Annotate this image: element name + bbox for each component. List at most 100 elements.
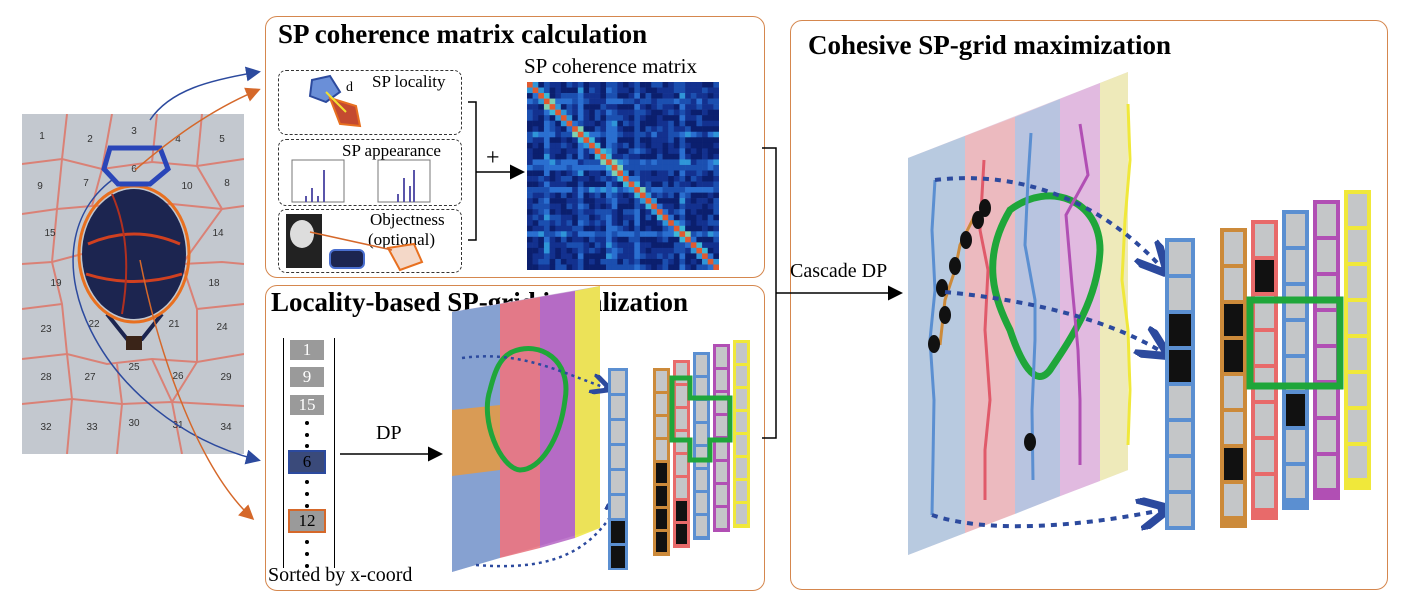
matrix-cell xyxy=(555,258,562,265)
matrix-cell xyxy=(690,225,697,232)
matrix-cell xyxy=(606,93,613,99)
matrix-cell xyxy=(566,115,573,122)
balloon-sp-label: 2 xyxy=(87,134,93,145)
matrix-cell xyxy=(713,98,720,105)
matrix-cell xyxy=(679,242,686,249)
matrix-cell xyxy=(583,159,590,166)
matrix-cell xyxy=(577,247,584,254)
matrix-cell xyxy=(560,231,567,238)
matrix-cell xyxy=(668,126,675,133)
matrix-cell xyxy=(583,225,590,232)
grid-cell xyxy=(1169,494,1191,526)
matrix-cell xyxy=(527,137,533,144)
matrix-cell xyxy=(543,131,550,138)
matrix-cell xyxy=(656,148,663,155)
matrix-cell xyxy=(572,115,579,122)
matrix-cell xyxy=(645,192,652,199)
matrix-cell xyxy=(673,170,680,177)
grid-cell xyxy=(1169,458,1191,490)
matrix-cell xyxy=(555,164,562,171)
matrix-cell xyxy=(594,93,601,99)
matrix-cell xyxy=(555,87,562,94)
matrix-cell xyxy=(617,120,624,127)
matrix-cell xyxy=(690,126,697,133)
balloon-sp-label: 22 xyxy=(88,319,100,330)
matrix-cell xyxy=(583,242,590,249)
matrix-cell xyxy=(589,82,596,88)
matrix-cell xyxy=(628,170,635,177)
matrix-cell xyxy=(679,203,686,210)
matrix-cell xyxy=(555,170,562,177)
sorted-list xyxy=(283,338,335,568)
matrix-cell xyxy=(702,198,709,204)
matrix-cell xyxy=(527,264,533,271)
matrix-cell xyxy=(690,181,697,188)
matrix-cell xyxy=(639,148,646,155)
matrix-cell xyxy=(555,192,562,199)
matrix-cell xyxy=(606,126,613,133)
matrix-cell xyxy=(690,236,697,243)
matrix-cell xyxy=(600,153,607,160)
orange-arrow-to-sorted xyxy=(139,259,255,521)
matrix-cell xyxy=(600,242,607,249)
matrix-cell xyxy=(662,231,669,238)
grid-cell xyxy=(656,509,667,529)
matrix-cell xyxy=(713,159,720,166)
matrix-cell xyxy=(679,82,686,88)
grid-cell xyxy=(611,521,625,543)
matrix-cell xyxy=(702,225,709,232)
matrix-cell xyxy=(685,126,692,133)
matrix-cell xyxy=(538,126,545,133)
matrix-cell xyxy=(645,176,652,182)
matrix-cell xyxy=(651,176,658,182)
matrix-cell xyxy=(560,148,567,155)
matrix-cell xyxy=(685,109,692,116)
matrix-cell xyxy=(668,209,675,216)
matrix-cell xyxy=(685,225,692,232)
matrix-cell xyxy=(577,87,584,94)
matrix-cell xyxy=(566,214,573,221)
matrix-cell xyxy=(707,176,714,182)
matrix-cell xyxy=(560,225,567,232)
matrix-cell xyxy=(707,137,714,144)
matrix-cell xyxy=(645,220,652,227)
matrix-cell xyxy=(606,159,613,166)
matrix-cell xyxy=(527,170,533,177)
matrix-cell xyxy=(527,198,533,204)
matrix-cell xyxy=(690,264,697,271)
matrix-cell xyxy=(527,104,533,110)
matrix-cell xyxy=(623,258,629,265)
grid-cell xyxy=(676,409,687,429)
matrix-cell xyxy=(600,198,607,204)
matrix-cell xyxy=(690,115,697,122)
matrix-cell xyxy=(685,87,692,94)
dp-label: DP xyxy=(376,422,402,444)
matrix-cell xyxy=(583,82,590,88)
matrix-cell xyxy=(577,93,584,99)
grid-cell xyxy=(1169,242,1191,274)
matrix-cell xyxy=(707,187,714,193)
grid-cell xyxy=(1348,374,1367,406)
matrix-cell xyxy=(690,148,697,155)
matrix-cell xyxy=(696,198,703,204)
matrix-cell xyxy=(662,87,669,94)
matrix-cell xyxy=(707,93,714,99)
matrix-cell xyxy=(611,231,618,238)
grid-cell xyxy=(676,524,687,544)
matrix-cell xyxy=(577,220,584,227)
matrix-cell xyxy=(527,120,533,127)
matrix-cell xyxy=(634,236,641,243)
matrix-cell xyxy=(560,187,567,193)
matrix-cell xyxy=(662,137,669,144)
matrix-cell xyxy=(690,209,697,216)
matrix-cell xyxy=(713,203,720,210)
balloon-sp-label: 27 xyxy=(84,372,96,383)
matrix-cell xyxy=(549,170,556,177)
matrix-cell xyxy=(696,148,703,155)
matrix-cell xyxy=(679,115,686,122)
matrix-cell xyxy=(623,220,629,227)
matrix-cell xyxy=(707,87,714,94)
matrix-cell xyxy=(634,209,641,216)
matrix-cell xyxy=(617,236,624,243)
matrix-cell xyxy=(645,170,652,177)
